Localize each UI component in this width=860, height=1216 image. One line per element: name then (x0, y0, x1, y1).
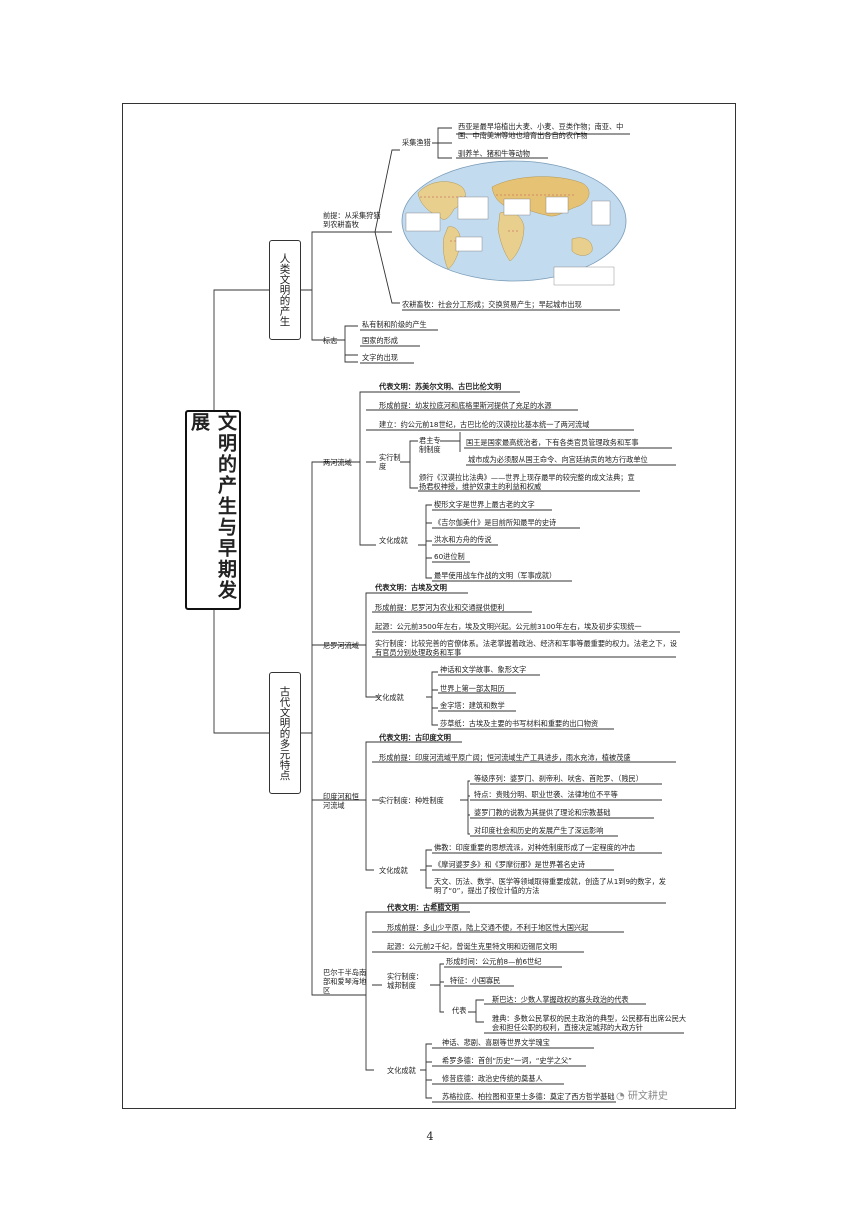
sign-item: 文字的出现 (362, 353, 398, 362)
region-greece: 巴尔干半岛南部和爱琴海地区 (323, 968, 367, 995)
page-frame (122, 103, 736, 1109)
meso-city: 城市成为必须服从国王命令、向宫廷纳贡的地方行政单位 (468, 455, 648, 464)
region-nile: 尼罗河流域 (323, 641, 359, 650)
greece-culture: 文化成就 (387, 1066, 416, 1075)
branch1-title: 人类文明的产生 (278, 253, 291, 327)
watermark-text: 研文耕史 (627, 1091, 668, 1102)
nile-achievement: 世界上第一部太阳历 (440, 684, 505, 693)
caste-item: 婆罗门教的说教为其提供了理论和宗教基础 (474, 808, 611, 817)
sign-label: 标志 (323, 336, 338, 345)
sign-item: 国家的形成 (362, 336, 398, 345)
greece-rep: 代表文明：古希腊文明 (387, 903, 459, 912)
animals-text: 驯养羊、猪和牛等动物 (458, 149, 530, 158)
greece-achievement: 神话、悲剧、喜剧等世界文学瑰宝 (442, 1038, 550, 1047)
nile-system: 实行制度：比较完善的官僚体系。法老掌握着政治、经济和军事等最重要的权力。法老之下… (375, 639, 677, 657)
crops-text: 西亚是最早培植出大麦、小麦、豆类作物；南亚、中国、中南美洲等地也培育出各自的农作… (458, 122, 624, 140)
greece-feature: 特征：小国寡民 (450, 976, 501, 985)
meso-rep: 代表文明：苏美尔文明、古巴比伦文明 (379, 382, 502, 391)
branch-box-ancient-civilizations: 古代文明的多元特点 (269, 672, 301, 794)
india-rep: 代表文明：古印度文明 (379, 733, 451, 742)
nile-achievement: 金字塔：建筑和数学 (440, 701, 505, 710)
meso-culture: 文化成就 (379, 536, 408, 545)
greece-system: 实行制度：城邦制度 (387, 972, 423, 990)
root-title: 文明的产生与早期发展 (188, 412, 237, 601)
page-number: 4 (426, 1130, 434, 1143)
watermark: ◔ 研文耕史 (616, 1087, 668, 1102)
india-system: 实行制度：种姓制度 (379, 796, 444, 805)
caste-item: 等级序列：婆罗门、刹帝利、吠舍、首陀罗、（贱民） (474, 774, 643, 783)
meso-achievement: 《吉尔伽美什》是目前所知最早的史诗 (434, 518, 557, 527)
sign-item: 私有制和阶级的产生 (362, 320, 427, 329)
greece-achievement: 苏格拉底、柏拉图和亚里士多德：奠定了西方哲学基础 (442, 1092, 615, 1101)
india-premise: 形成前提：印度河流域平原广阔；恒河流域生产工具进步，雨水充沛，植被茂盛 (379, 753, 631, 762)
greece-premise: 形成前提：多山少平原，陆上交通不便，不利于地区性大国兴起 (387, 923, 589, 932)
root-title-box: 文明的产生与早期发展 (185, 410, 241, 610)
branch2-title: 古代文明的多元特点 (278, 685, 291, 781)
caste-item: 特点：贵贱分明、职业世袭、法律地位不平等 (474, 790, 618, 799)
premise-label: 前提：从采集狩猎到农耕畜牧 (323, 211, 381, 229)
nile-culture: 文化成就 (375, 693, 404, 702)
nile-achievement: 莎草纸：古埃及主要的书写材料和重要的出口物资 (440, 719, 599, 728)
greece-origin: 起源：公元前2千纪，曾诞生克里特文明和迈锡尼文明 (387, 942, 557, 951)
greece-rep-label: 代表 (452, 1006, 467, 1015)
meso-king: 国王是国家最高统治者，下有各类官员管理政务和军事 (466, 438, 639, 447)
india-achievement: 佛教：印度重要的思想流派，对种姓制度形成了一定程度的冲击 (434, 843, 636, 852)
meso-achievement: 洪水和方舟的传说 (434, 535, 492, 544)
nile-achievement: 神话和文学故事、象形文字 (440, 665, 527, 674)
india-culture: 文化成就 (379, 866, 408, 875)
greece-achievement: 修昔底德：政治史传统的奠基人 (442, 1074, 543, 1083)
branch-box-human-civilization: 人类文明的产生 (269, 240, 301, 340)
meso-founded: 建立：约公元前18世纪，古巴比伦的汉谟拉比基本统一了两河流域 (379, 420, 590, 429)
meso-premise: 形成前提：幼发拉底河和底格里斯河提供了充足的水源 (379, 401, 552, 410)
farming-text: 农耕畜牧：社会分工形成；交换贸易产生；早起城市出现 (402, 300, 582, 309)
meso-achievement: 最早使用战车作战的文明（军事成就） (434, 571, 557, 580)
greece-athens: 雅典：多数公民掌权的民主政治的典型，公民都有出席公民大会和担任公职的权利，直接决… (492, 1014, 687, 1032)
meso-code: 颁行《汉谟拉比法典》——世界上现存最早的较完整的成文法典；宣扬君权神授，维护奴隶… (419, 473, 635, 491)
greece-period: 形成时间：公元前8—前6世纪 (446, 957, 542, 966)
meso-system: 实行制度 (379, 453, 401, 471)
caste-item: 对印度社会和历史的发展产生了深远影响 (474, 826, 604, 835)
meso-autocracy: 君主专制制度 (419, 436, 441, 454)
region-india: 印度河和恒河流域 (323, 792, 359, 810)
region-mesopotamia: 两河流域 (323, 458, 352, 467)
meso-achievement: 60进位制 (434, 552, 465, 561)
wechat-icon: ◔ (616, 1091, 625, 1102)
greece-sparta: 斯巴达：少数人掌握政权的寡头政治的代表 (492, 995, 629, 1004)
nile-origin: 起源：公元前3500年左右，埃及文明兴起。公元前3100年左右，埃及初步实现统一 (375, 622, 642, 631)
india-achievement: 《摩诃婆罗多》和《罗摩衍那》是世界著名史诗 (434, 860, 585, 869)
gathering-label: 采集渔猎 (402, 138, 431, 147)
world-map-image (401, 160, 627, 286)
nile-premise: 形成前提：尼罗河为农业和交通提供便利 (375, 603, 505, 612)
greece-achievement: 希罗多德：首创“历史”一词，“史学之父” (442, 1056, 572, 1065)
nile-rep: 代表文明：古埃及文明 (375, 583, 447, 592)
meso-achievement: 楔形文字是世界上最古老的文字 (434, 500, 535, 509)
india-achievement: 天文、历法、数学、医学等领域取得重要成就，创造了从1到9的数字，发明了“0”，提… (434, 877, 666, 895)
